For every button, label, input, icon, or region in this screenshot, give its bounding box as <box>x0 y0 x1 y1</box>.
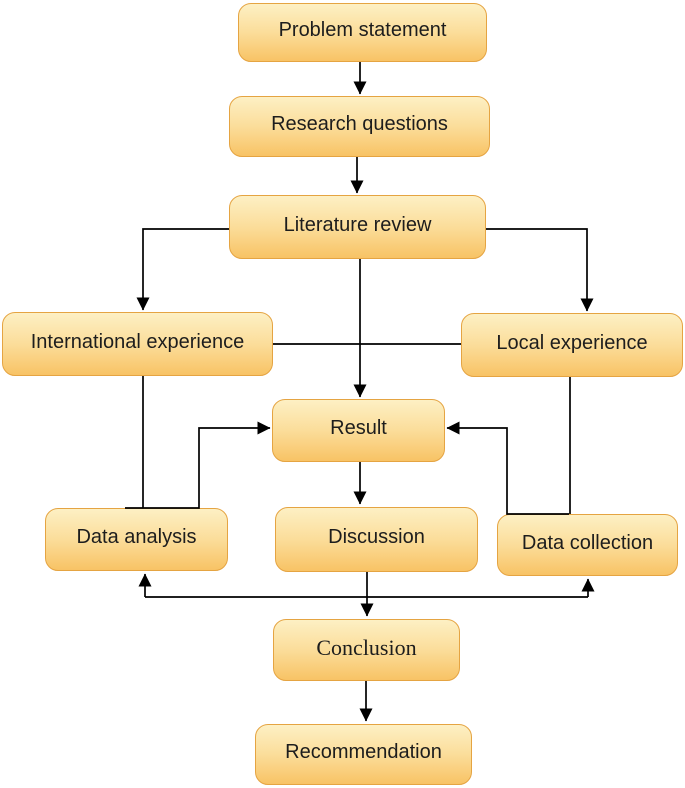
node-problem-statement-label: Problem statement <box>278 19 447 41</box>
edge-data-analysis-to-result <box>125 421 271 509</box>
node-result-label: Result <box>330 417 387 439</box>
node-problem-statement: Problem statement <box>238 3 487 62</box>
node-international-experience-label: International experience <box>30 330 245 353</box>
node-conclusion: Conclusion <box>273 619 460 681</box>
edge-data-collection-to-result <box>446 421 569 515</box>
node-discussion: Discussion <box>275 507 478 572</box>
node-data-collection: Data collection <box>497 514 678 576</box>
node-literature-review: Literature review <box>229 195 486 259</box>
node-data-analysis: Data analysis <box>45 508 228 571</box>
node-data-analysis-label: Data analysis <box>76 526 197 548</box>
node-research-questions: Research questions <box>229 96 490 157</box>
node-result: Result <box>272 399 445 462</box>
node-local-experience: Local experience <box>461 313 683 377</box>
node-local-experience-label: Local experience <box>496 331 648 354</box>
edge-literature-to-local <box>486 228 594 312</box>
edge-literature-to-international <box>136 228 229 311</box>
node-research-questions-label: Research questions <box>271 113 448 135</box>
node-data-collection-label: Data collection <box>521 531 654 554</box>
node-recommendation-label: Recommendation <box>285 741 442 763</box>
node-literature-review-label: Literature review <box>283 213 432 236</box>
node-international-experience: International experience <box>2 312 273 376</box>
node-recommendation: Recommendation <box>255 724 472 785</box>
node-conclusion-label: Conclusion <box>316 635 417 660</box>
node-discussion-label: Discussion <box>328 526 425 548</box>
